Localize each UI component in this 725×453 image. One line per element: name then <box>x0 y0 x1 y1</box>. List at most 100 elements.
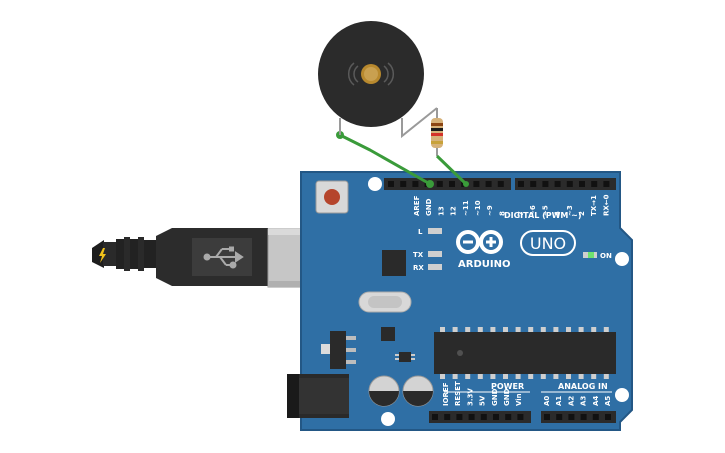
mcu-pin <box>515 374 521 379</box>
header-pin-hole[interactable] <box>556 414 563 420</box>
header-pin-hole[interactable] <box>591 181 598 187</box>
analog-header-label: ANALOG IN <box>558 382 608 391</box>
analog-pin-holes[interactable] <box>544 414 611 420</box>
model-label: UNO <box>530 234 566 253</box>
power-header-label: POWER <box>491 382 524 391</box>
header-pin-hole[interactable] <box>400 181 407 187</box>
mcu-pin <box>465 327 471 332</box>
mounting-hole <box>381 412 395 426</box>
mcu-pin <box>452 374 458 379</box>
header-pin-hole[interactable] <box>566 181 573 187</box>
mounting-hole <box>615 388 629 402</box>
piezo-buzzer[interactable] <box>318 21 438 139</box>
led-tx-label: TX <box>413 251 424 259</box>
pin-label-5v: 5V <box>479 395 487 406</box>
pin-label-12: 12 <box>450 206 458 216</box>
pin-label-7: 7 <box>517 211 525 216</box>
header-pin-hole[interactable] <box>544 414 550 420</box>
microcontroller-pins <box>440 327 609 379</box>
mcu-pin <box>566 327 571 332</box>
mcu-pin <box>528 374 534 379</box>
reset-button[interactable] <box>315 180 349 214</box>
pin-label-gnd: GND <box>491 388 499 406</box>
header-pin-hole[interactable] <box>480 414 487 420</box>
header-pin-hole[interactable] <box>505 414 512 420</box>
header-pin-hole[interactable] <box>605 414 611 420</box>
header-pin-hole[interactable] <box>456 414 463 420</box>
pin-label-gnd: GND <box>503 388 511 406</box>
led-l: L <box>418 228 442 236</box>
pin-label-9: ~9 <box>486 205 494 216</box>
header-pin-hole[interactable] <box>436 181 443 187</box>
mcu-pin <box>503 374 508 379</box>
mcu-pin <box>578 327 584 332</box>
header-pin-hole[interactable] <box>568 414 575 420</box>
mcu-pin <box>591 374 597 379</box>
pin-label-a2: A2 <box>567 396 575 406</box>
analog-header <box>541 411 616 423</box>
header-pin-hole[interactable] <box>468 414 475 420</box>
led-rx-label: RX <box>413 264 424 272</box>
pin-label-3: ~3 <box>566 205 574 216</box>
model-badge: UNO <box>520 230 576 256</box>
on-label: ON <box>600 252 612 260</box>
header-pin-hole[interactable] <box>473 181 480 187</box>
mcu-pin <box>477 374 483 379</box>
header-pin-hole[interactable] <box>518 181 524 187</box>
header-pin-hole[interactable] <box>388 181 394 187</box>
pin-label-8: 8 <box>498 211 506 216</box>
header-pin-hole[interactable] <box>603 181 610 187</box>
pin-label-13: 13 <box>437 206 445 216</box>
header-pin-hole[interactable] <box>412 181 419 187</box>
usb-icon <box>203 246 244 269</box>
brand-label: ARDUINO <box>458 259 510 270</box>
mcu-pin <box>503 327 508 332</box>
mcu-pin <box>566 374 571 379</box>
pin-label-tx-1: TX→1 <box>590 195 598 216</box>
digital-header-label: DIGITAL (PWM ~) <box>504 211 582 220</box>
header-pin-hole[interactable] <box>493 414 499 420</box>
header-pin-hole[interactable] <box>580 414 587 420</box>
microcontroller-chip <box>434 332 616 374</box>
header-pin-hole[interactable] <box>542 181 549 187</box>
pin-label-ioref: IOREF <box>442 382 450 406</box>
pin-label-aref: AREF <box>413 195 421 216</box>
transistor <box>395 352 415 362</box>
pin-label-reset: RESET <box>454 381 462 406</box>
header-pin-hole[interactable] <box>449 181 455 187</box>
header-pin-hole[interactable] <box>432 414 438 420</box>
power-pin-holes[interactable] <box>432 414 524 420</box>
header-pin-hole[interactable] <box>554 181 561 187</box>
header-pin-hole[interactable] <box>517 414 524 420</box>
led-rx: RX <box>413 264 442 272</box>
wire-resistor-to-pin11[interactable] <box>435 154 469 187</box>
on-led: ON <box>583 252 612 260</box>
mcu-pin <box>603 327 609 332</box>
pin-label-rx-0: RX←0 <box>602 194 610 216</box>
mcu-pin <box>603 374 609 379</box>
dc-power-jack[interactable] <box>287 374 349 418</box>
pin-label-a5: A5 <box>604 396 612 406</box>
pin-label-6: ~6 <box>529 205 537 216</box>
header-pin-hole[interactable] <box>592 414 599 420</box>
header-pin-hole[interactable] <box>485 181 492 187</box>
header-pin-hole[interactable] <box>444 414 451 420</box>
capacitor <box>368 375 400 407</box>
resistor[interactable] <box>431 108 443 156</box>
pin-label-10: ~10 <box>474 200 482 216</box>
lightning-icon <box>99 248 106 263</box>
pin-label-2: 2 <box>578 211 586 216</box>
header-pin-hole[interactable] <box>530 181 537 187</box>
pin-label-a4: A4 <box>592 396 600 406</box>
voltage-regulator <box>321 331 356 369</box>
sound-wave-icon <box>347 62 395 86</box>
header-pin-hole[interactable] <box>497 181 504 187</box>
mcu-pin <box>553 374 559 379</box>
header-pin-hole[interactable] <box>579 181 585 187</box>
pin-label-3-3v: 3.3V <box>466 388 474 406</box>
mcu-pin <box>528 327 534 332</box>
mcu-pin <box>515 327 521 332</box>
pin-label-gnd: GND <box>425 198 433 216</box>
chip-small <box>381 327 395 341</box>
